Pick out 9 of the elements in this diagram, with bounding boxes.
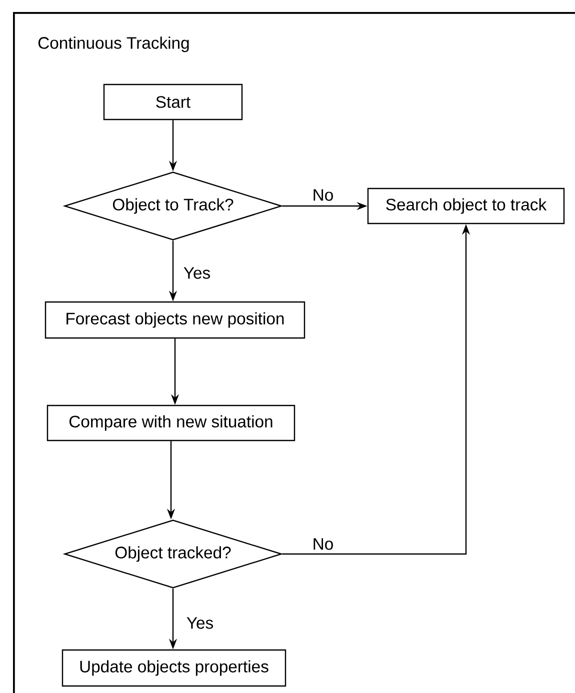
edge-label: No (311, 536, 335, 552)
process-box: Compare with new situation (46, 404, 296, 442)
edge-label: No (311, 188, 335, 202)
edge-label: Yes (182, 266, 212, 280)
process-box: Search object to track (367, 188, 565, 224)
edge-label: Yes (185, 616, 215, 630)
process-box: Update objects properties (62, 649, 286, 687)
process-box: Start (103, 84, 243, 120)
process-box: Forecast objects new position (44, 301, 306, 339)
